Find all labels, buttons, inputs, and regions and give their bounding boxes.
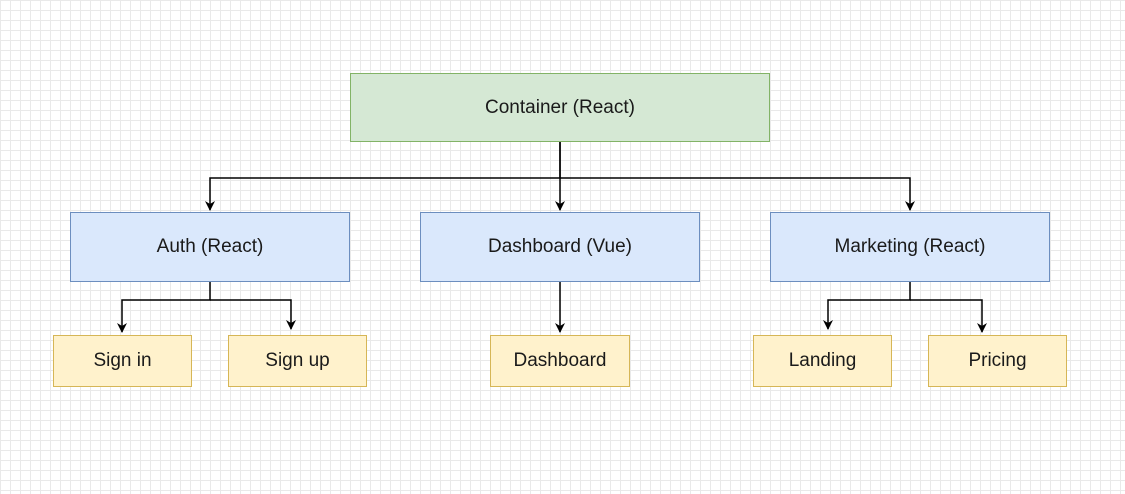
- container-react-label: Container (React): [485, 96, 635, 118]
- edge-auth-to-signin: [117, 282, 211, 333]
- sign-in-label: Sign in: [93, 350, 152, 371]
- pricing-label: Pricing: [968, 350, 1027, 371]
- sign-up-node[interactable]: Sign up: [228, 335, 367, 387]
- landing-node[interactable]: Landing: [753, 335, 892, 387]
- auth-react-label: Auth (React): [156, 236, 264, 257]
- marketing-react-label: Marketing (React): [834, 236, 986, 257]
- sign-in-node[interactable]: Sign in: [53, 335, 192, 387]
- marketing-react-node[interactable]: Marketing (React): [770, 212, 1050, 282]
- dashboard-vue-node[interactable]: Dashboard (Vue): [420, 212, 700, 282]
- container-react-node[interactable]: Container (React): [350, 73, 770, 142]
- auth-react-node[interactable]: Auth (React): [70, 212, 350, 282]
- edge-marketing-to-pricing: [910, 299, 987, 333]
- dashboard-page-label: Dashboard: [513, 350, 607, 371]
- edge-container-to-auth: [205, 142, 561, 211]
- sign-up-label: Sign up: [265, 350, 330, 371]
- edge-marketing-to-landing: [823, 282, 911, 330]
- dashboard-vue-label: Dashboard (Vue): [488, 236, 632, 257]
- dashboard-page-node[interactable]: Dashboard: [490, 335, 630, 387]
- edge-container-to-marketing: [560, 177, 915, 211]
- landing-label: Landing: [788, 350, 857, 371]
- edge-auth-to-signup: [210, 299, 296, 330]
- pricing-node[interactable]: Pricing: [928, 335, 1067, 387]
